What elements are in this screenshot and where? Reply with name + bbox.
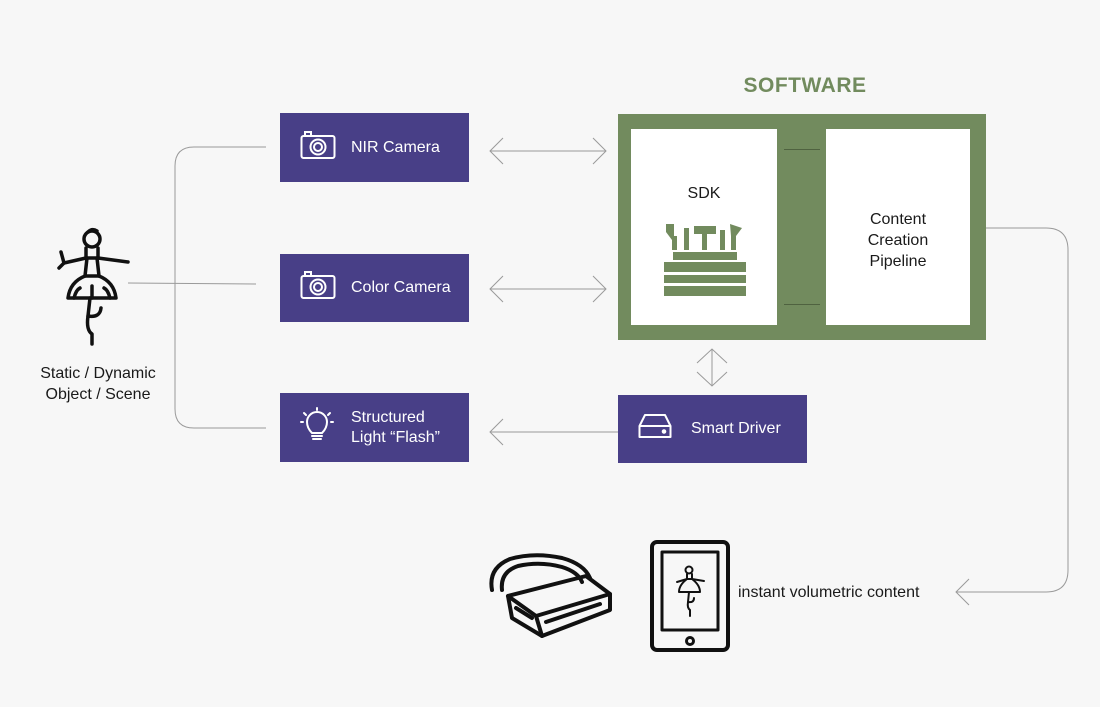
sdk-label: SDK (687, 185, 721, 202)
output-label: instant volumetric content (738, 584, 920, 601)
software-frame: SDK Content C (618, 114, 986, 340)
pipeline-panel: Content Creation Pipeline (826, 129, 970, 325)
subject-link-line (127, 282, 257, 285)
tablet-icon (650, 540, 730, 652)
pipeline-output-line (956, 227, 1069, 593)
camera-icon (300, 130, 336, 166)
nir-double-arrow (489, 137, 607, 165)
software-title: SOFTWARE (743, 74, 867, 97)
pipeline-label: Content Creation Pipeline (867, 211, 929, 270)
hard-drive-icon (638, 413, 672, 445)
sdk-panel: SDK (631, 129, 777, 325)
camera-icon (300, 270, 336, 306)
nir-camera-label: NIR Camera (351, 138, 440, 156)
panel-connector-bottom (784, 304, 820, 305)
driver-to-light-arrow (489, 418, 618, 446)
structured-light-box: Structured Light “Flash” (280, 393, 469, 462)
color-camera-box: Color Camera (280, 254, 469, 322)
smart-driver-box: Smart Driver (618, 395, 807, 463)
panel-connector-top (784, 149, 820, 150)
ballerina-icon (52, 226, 136, 346)
software-driver-double-arrow (696, 348, 728, 387)
smart-driver-label: Smart Driver (691, 420, 781, 437)
output-arrow-head (955, 578, 970, 606)
toolbox-icon (664, 222, 746, 297)
subject-bracket-line (174, 146, 266, 429)
color-double-arrow (489, 275, 607, 303)
nir-camera-box: NIR Camera (280, 113, 469, 182)
color-camera-label: Color Camera (351, 279, 451, 296)
subject-label: Static / Dynamic Object / Scene (40, 365, 156, 403)
vr-headset-icon (486, 550, 614, 646)
light-bulb-icon (300, 406, 334, 449)
structured-light-label: Structured Light “Flash” (351, 408, 440, 446)
